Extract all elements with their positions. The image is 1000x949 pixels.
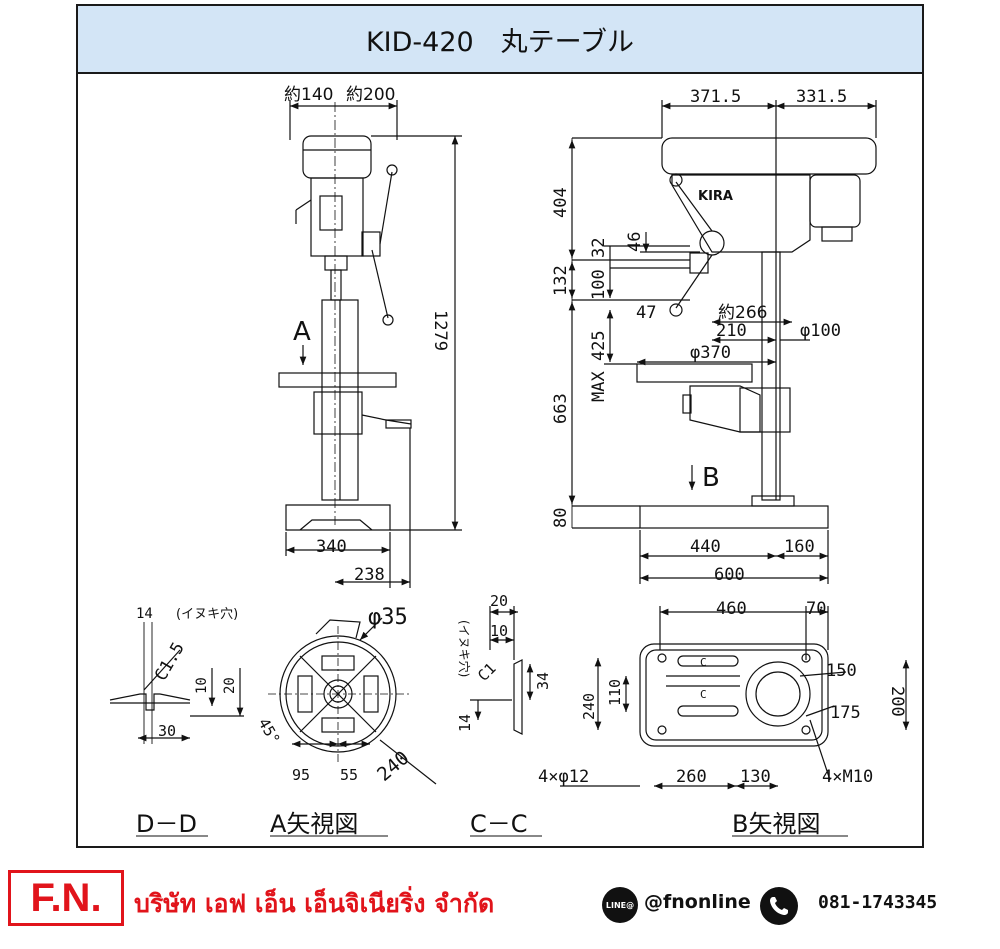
- dim-20-dd: 20: [222, 677, 238, 694]
- dim-10-cc: 10: [490, 622, 508, 640]
- dim-200-b: 200: [887, 686, 907, 717]
- view-markers: A B KIRA: [293, 189, 733, 493]
- caption-view-b: B矢視図: [732, 810, 820, 838]
- phone-icon: [760, 887, 798, 925]
- dim-45deg: 45°: [255, 715, 284, 747]
- dim-132: 132: [551, 265, 571, 296]
- dim-80: 80: [551, 508, 571, 528]
- dim-260: 260: [676, 767, 707, 787]
- section-cc: [470, 606, 534, 735]
- view-a: [268, 617, 437, 785]
- front-view: [278, 100, 462, 588]
- dim-266: 約266: [718, 303, 767, 323]
- company-name: บริษัท เอฟ เอ็น เอ็นจิเนียริ่ง จำกัด: [134, 889, 495, 918]
- technical-drawing: 約140 約200 1279 340 238 371.5 331.5 404 1…: [109, 85, 910, 838]
- dim-100: 100: [589, 269, 609, 300]
- phone-glyph: [770, 897, 788, 915]
- dim-95: 95: [292, 766, 310, 784]
- line-icon: LINE@: [602, 887, 638, 923]
- dim-30: 30: [158, 722, 176, 740]
- line-icon-label: LINE@: [605, 900, 635, 910]
- dim-440: 440: [690, 537, 721, 557]
- section-mark-c-top: C: [700, 656, 707, 669]
- chamfer-c1: C1: [474, 659, 500, 685]
- fn-logo: F.N.: [8, 870, 124, 926]
- dim-150: 150: [826, 661, 857, 681]
- dim-460: 460: [716, 599, 747, 619]
- dim-phi35: φ35: [368, 605, 408, 630]
- footer-bar: F.N. บริษัท เอฟ เอ็น เอ็นจิเนียริ่ง จำกั…: [0, 860, 1000, 949]
- line-id[interactable]: @fnonline: [644, 891, 751, 913]
- dim-max-425: MAX 425: [589, 330, 609, 402]
- dim-200: 約200: [346, 85, 395, 105]
- dim-20-cc: 20: [490, 592, 508, 610]
- section-dd: [109, 622, 244, 744]
- tapped-4-m10: 4×M10: [822, 767, 873, 787]
- dimension-labels: 約140 約200 1279 340 238 371.5 331.5 404 1…: [136, 85, 907, 787]
- dim-340: 340: [316, 537, 347, 557]
- caption-section-dd: D－D: [136, 810, 197, 838]
- dim-47: 47: [636, 303, 656, 323]
- dim-34: 34: [534, 672, 552, 690]
- dim-240-a: 240: [373, 747, 413, 786]
- dim-160: 160: [784, 537, 815, 557]
- dim-110: 110: [606, 679, 624, 706]
- drawing-title: KID-420 丸テーブル: [78, 6, 922, 74]
- dim-phi370: φ370: [690, 343, 731, 363]
- dim-140: 約140: [284, 85, 333, 105]
- dim-663: 663: [551, 393, 571, 424]
- dim-175: 175: [830, 703, 861, 723]
- dim-14-cc: 14: [456, 714, 474, 732]
- dim-14-dd: 14: [136, 606, 153, 622]
- dim-46: 46: [625, 232, 645, 252]
- hole-note-dd: (イヌキ穴): [176, 607, 238, 622]
- phone-number[interactable]: 081-1743345: [818, 892, 938, 913]
- dim-10-dd: 10: [194, 677, 210, 694]
- hole-note-cc: (イヌキ穴): [457, 620, 472, 677]
- drawing-frame: KID-420 丸テーブル: [76, 4, 924, 848]
- dim-32: 32: [589, 238, 609, 258]
- view-b: [560, 606, 910, 790]
- dim-331-5: 331.5: [796, 87, 847, 107]
- dim-1279: 1279: [430, 310, 450, 351]
- chamfer-c1-5: C1.5: [151, 639, 189, 684]
- dim-55: 55: [340, 766, 358, 784]
- view-captions: D－D A矢視図 C－C B矢視図: [136, 810, 848, 838]
- dim-phi100: φ100: [800, 321, 841, 341]
- holes-4-phi12: 4×φ12: [538, 767, 589, 787]
- dim-70: 70: [806, 599, 826, 619]
- view-arrow-b-label: B: [702, 463, 720, 493]
- dim-238: 238: [354, 565, 385, 585]
- side-view: [568, 100, 877, 584]
- dim-130: 130: [740, 767, 771, 787]
- dim-371-5: 371.5: [690, 87, 741, 107]
- section-mark-c-bottom: C: [700, 688, 707, 701]
- caption-section-cc: C－C: [470, 810, 528, 838]
- dim-210: 210: [716, 321, 747, 341]
- caption-view-a: A矢視図: [270, 810, 358, 838]
- view-arrow-a-label: A: [293, 317, 311, 347]
- dim-240-b: 240: [580, 693, 598, 720]
- dim-404: 404: [551, 187, 571, 218]
- brand-plate: KIRA: [698, 189, 733, 204]
- dim-600: 600: [714, 565, 745, 585]
